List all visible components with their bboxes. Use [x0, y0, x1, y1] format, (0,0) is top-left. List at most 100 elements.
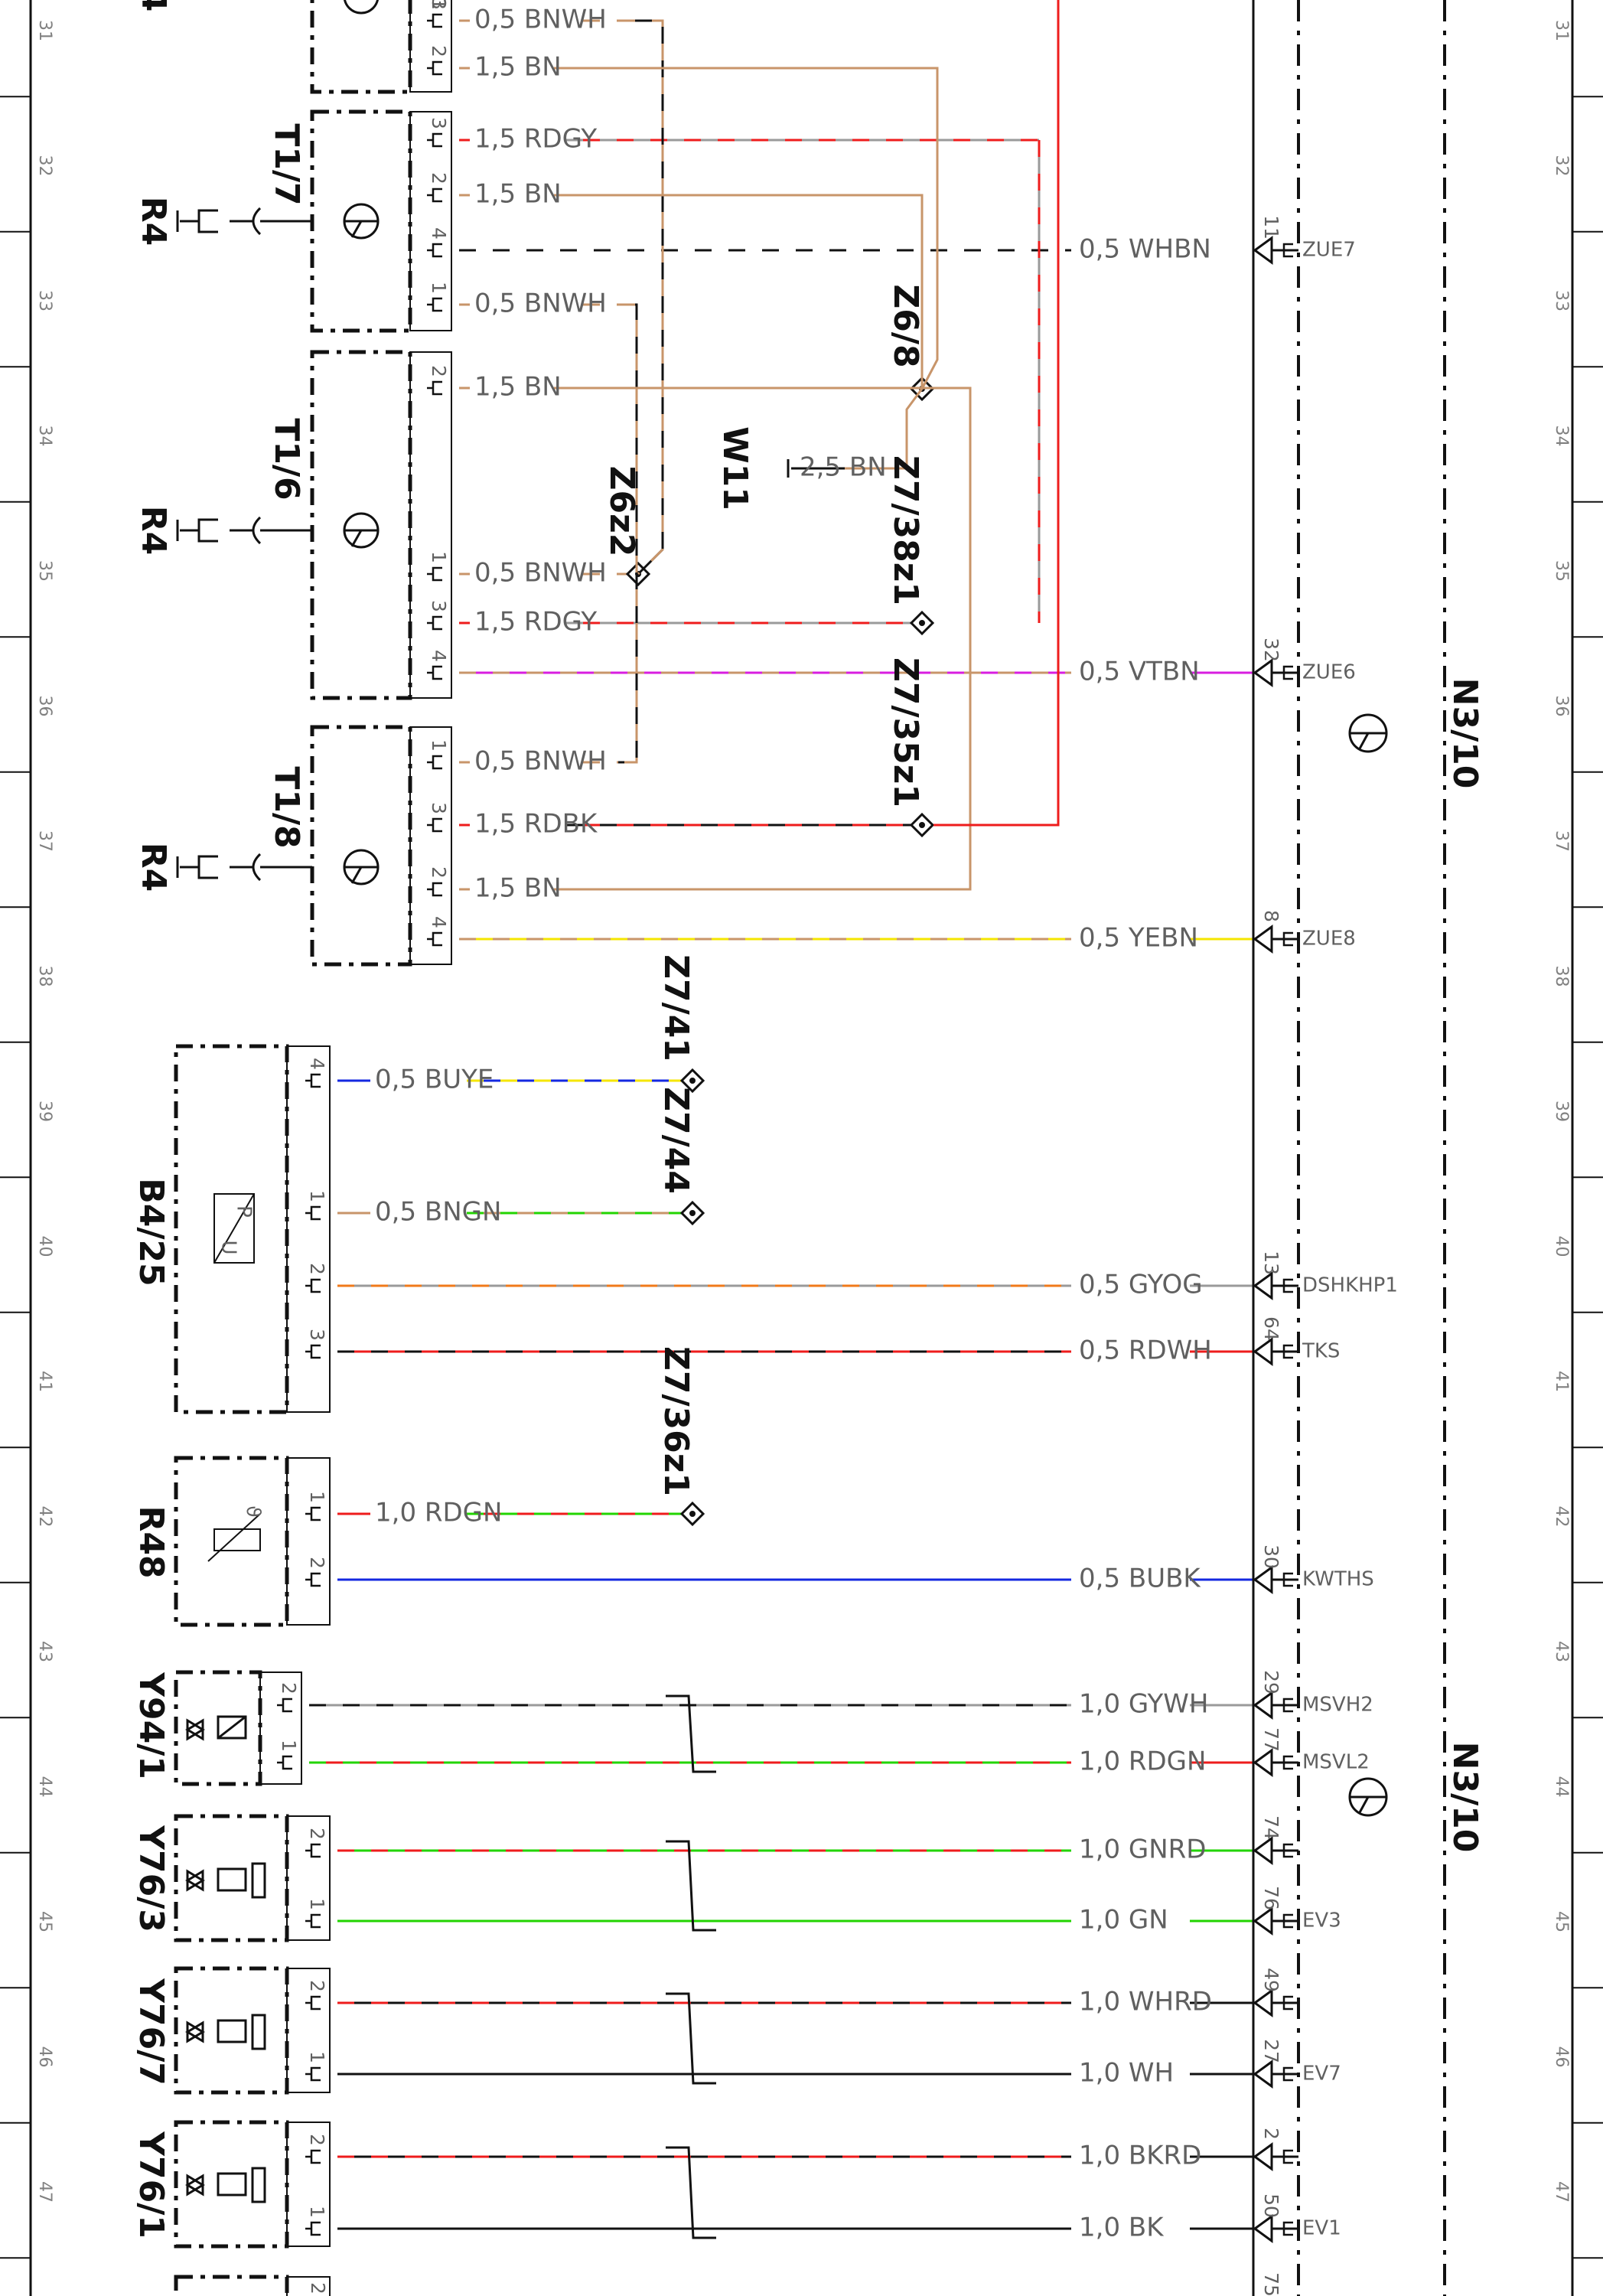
component-label: Y76/7 — [132, 1978, 171, 2086]
pin-connector — [1278, 665, 1293, 680]
row-number-right: 37 — [1552, 830, 1571, 852]
pin-connector — [427, 931, 442, 947]
ground-wire-label: 2,5 BN — [800, 452, 887, 483]
pin-connector — [305, 1278, 321, 1293]
row-number-left: 42 — [35, 1506, 54, 1528]
row-number-right: 40 — [1552, 1236, 1571, 1257]
ecu-pin-number: 29 — [1260, 1670, 1282, 1694]
pin-number: 3 — [428, 0, 450, 10]
component-label: Y76/3 — [132, 1825, 171, 1932]
wire-label: 1,5 BN — [474, 52, 562, 83]
row-number-right: 33 — [1552, 290, 1571, 311]
pin-connector — [427, 882, 442, 897]
pin-connector — [305, 1995, 321, 2011]
row-number-left: 47 — [35, 2181, 54, 2203]
ecu-pin-number: 50 — [1260, 2193, 1282, 2218]
row-number-right: 34 — [1552, 426, 1571, 447]
wire-label: 0,5 WHBN — [1079, 234, 1211, 265]
ecu-plug-arrow — [1253, 1337, 1273, 1366]
pin-connector — [1278, 1755, 1293, 1770]
pin-connector — [305, 2149, 321, 2164]
component-label: T1/6 — [267, 418, 306, 500]
pin-connector — [305, 1843, 321, 1858]
pin-number: 1 — [428, 0, 450, 10]
wire-label: 0,5 BNGN — [375, 1197, 501, 1228]
spark-plug-label: R4 — [134, 197, 173, 246]
pin-connector — [305, 1506, 321, 1521]
pin-connector — [305, 1205, 321, 1221]
wire-label: 1,0 RDGN — [1079, 1746, 1206, 1777]
row-number-left: 45 — [35, 1911, 54, 1932]
pin-number: 4 — [428, 227, 450, 240]
pin-number: 2 — [428, 172, 450, 184]
wire-label: 0,5 RDWH — [1079, 1336, 1212, 1366]
row-number-left: 46 — [35, 2047, 54, 2068]
pin-number: 2 — [306, 1263, 328, 1275]
ecu-plug-arrow — [1253, 2060, 1273, 2089]
pin-connector — [1278, 1843, 1293, 1858]
pin-number: 1 — [306, 1190, 328, 1202]
wire-label: 0,5 YEBN — [1079, 923, 1198, 954]
pin-connector — [427, 817, 442, 833]
pin-connector — [1278, 1698, 1293, 1713]
pin-connector — [1278, 1995, 1293, 2011]
splice-dot — [919, 620, 925, 626]
ecu-pin-number: 8 — [1260, 910, 1282, 922]
pin-number: 2 — [428, 45, 450, 57]
splice-label: Z7/38z1 — [886, 455, 925, 605]
splice-label: Z7/35z1 — [886, 657, 925, 807]
ecu-pin-number: 2 — [1260, 2128, 1282, 2140]
ecu-plug-arrow — [1253, 925, 1273, 954]
pin-connector — [427, 380, 442, 396]
row-number-left: 44 — [35, 1776, 54, 1798]
coil-symbol-t18 — [343, 849, 380, 885]
ecu-pin-number: 27 — [1260, 2039, 1282, 2063]
pin-connector — [427, 665, 442, 680]
ecu-pin-number: 49 — [1260, 1968, 1282, 1992]
pin-number: 1 — [428, 551, 450, 563]
ecu-plug-arrow — [1253, 2214, 1273, 2243]
coil-symbol-t16 — [343, 512, 380, 549]
row-number-right: 44 — [1552, 1776, 1571, 1798]
ecu-pin-number: 76 — [1260, 1886, 1282, 1910]
ecu-plug-arrow — [1253, 236, 1273, 265]
pin-number: 2 — [306, 1980, 328, 1992]
wire-label: 0,5 BUYE — [375, 1065, 494, 1095]
ecu-pin-number: 75 — [1260, 2272, 1282, 2296]
row-number-right: 36 — [1552, 696, 1571, 717]
wire-label: 0,5 BNWH — [474, 558, 607, 589]
pin-number: 1 — [428, 282, 450, 294]
ecu-signal-name: EV3 — [1302, 1910, 1341, 1932]
wire-label: 1,0 BKRD — [1079, 2141, 1201, 2171]
component-label-fragment: 4 — [134, 0, 173, 11]
ecu-pin-number: 32 — [1260, 638, 1282, 662]
pin-number: 3 — [428, 117, 450, 129]
row-number-right: 42 — [1552, 1506, 1571, 1528]
wire-label: 1,5 BN — [474, 179, 562, 210]
pin-connector — [427, 132, 442, 148]
ecu-plug-arrow — [1253, 658, 1273, 687]
pin-connector — [427, 615, 442, 631]
row-number-left: 41 — [35, 1371, 54, 1392]
pin-connector — [1278, 1913, 1293, 1929]
wire-label: 1,5 RDBK — [474, 809, 598, 840]
pin-number: 1 — [306, 1898, 328, 1910]
row-number-left: 35 — [35, 560, 54, 582]
pin-number: 3 — [428, 802, 450, 814]
wire-label: 0,5 GYOG — [1079, 1270, 1203, 1300]
thermistor-symbol: ϑ — [243, 1505, 265, 1517]
row-number-left: 38 — [35, 966, 54, 987]
ecu-pin-number: 30 — [1260, 1544, 1282, 1569]
component-boxes — [174, 0, 452, 2296]
pin-connector — [427, 188, 442, 203]
ecu-pin-number: 11 — [1260, 215, 1282, 240]
row-number-right: 41 — [1552, 1371, 1571, 1392]
row-number-right: 32 — [1552, 155, 1571, 177]
pin-connector — [305, 1572, 321, 1587]
row-number-left: 34 — [35, 426, 54, 447]
wire-layer — [277, 13, 1298, 2243]
pin-connector — [277, 1755, 292, 1770]
pin-connector — [277, 1698, 292, 1713]
wire-label: 1,0 GN — [1079, 1905, 1168, 1936]
